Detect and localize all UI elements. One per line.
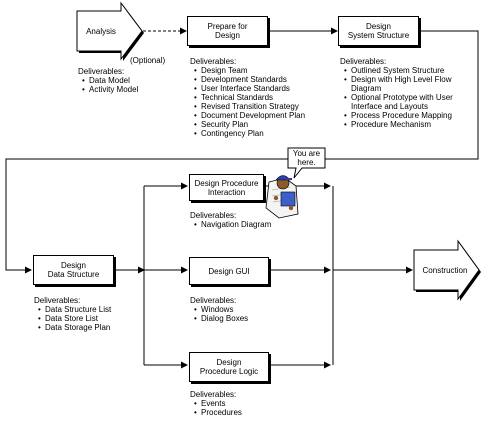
deliverable-item: Data Structure List [38,305,144,314]
deliverable-item: Process Procedure Mapping [344,111,470,120]
deliverable-item: Dialog Boxes [194,314,300,323]
optional-label: (Optional) [130,56,166,65]
logic-title-line1: Design [216,358,242,367]
interaction-title-line1: Design Procedure [194,178,259,188]
deliverable-item: Windows [194,305,300,314]
construction-title: Construction [422,266,468,275]
deliverables-heading: Deliverables: [340,57,387,66]
deliverables-heading: Deliverables: [190,296,237,305]
data-structure-deliverables: Deliverables: Data Structure List Data S… [34,296,144,332]
deliverable-item: Data Model [82,76,168,85]
analysis-deliverables: Deliverables: Data Model Activity Model [78,67,168,94]
gui-deliverables: Deliverables: Windows Dialog Boxes [190,296,300,323]
you-are-here-line1: You are [292,149,321,158]
deliverable-item: Procedures [194,408,300,417]
deliverables-heading: Deliverables: [190,211,237,220]
prepare-deliverables: Deliverables: Design Team Development St… [190,57,330,138]
construction-arrow-shape [413,239,481,301]
you-are-here-line2: here. [297,158,316,167]
system-title-line2: System Structure [347,31,410,40]
deliverable-item: Navigation Diagram [194,220,300,229]
prepare-title-line2: Design [215,31,240,40]
deliverable-item: Data Store List [38,314,144,323]
deliverables-heading: Deliverables: [190,57,237,66]
deliverable-item: Development Standards [194,75,330,84]
deliverable-item: Events [194,399,300,408]
you-are-here-label: You are here. [288,149,325,167]
deliverable-item: Data Storage Plan [38,323,144,332]
analysis-title: Analysis [86,27,116,36]
prepare-title-line1: Prepare for [207,22,248,31]
deliverable-item: Design Team [194,66,330,75]
deliverable-item: Contingency Plan [194,129,330,138]
procedure-interaction-deliverables: Deliverables: Navigation Diagram [190,211,300,229]
connector-system-to-data-structure [5,30,479,274]
deliverables-heading: Deliverables: [190,390,237,399]
deliverable-item: Security Plan [194,120,330,129]
deliverable-item: User Interface Standards [194,84,330,93]
deliverable-item: Document Development Plan [194,111,330,120]
deliverable-item: Revised Transition Strategy [194,102,330,111]
data-title-line2: Data Structure [47,270,100,279]
system-title-line1: Design [366,22,391,31]
logic-title-line2: Procedure Logic [199,367,259,376]
gui-box: Design GUI [189,257,269,285]
data-title-line1: Design [61,261,86,270]
deliverables-heading: Deliverables: [34,296,81,305]
deliverable-item: Activity Model [82,85,168,94]
analysis-arrow-shape [76,1,144,61]
interaction-title-line2: Interaction [207,187,246,197]
gui-title: Design GUI [208,266,250,276]
procedure-logic-deliverables: Deliverables: Events Procedures [190,390,300,417]
deliverable-item: Procedure Mechanism [344,120,470,129]
deliverable-item: Technical Standards [194,93,330,102]
you-are-here-callout-shape [287,147,326,179]
system-structure-deliverables: Deliverables: Outlined System Structure … [340,57,470,129]
deliverable-item: Outlined System Structure [344,66,470,75]
deliverables-heading: Deliverables: [78,67,125,76]
deliverable-item: Optional Prototype with User Interface a… [344,93,470,111]
you-are-here-figure-icon [265,175,299,219]
deliverable-item: Design with High Level Flow Diagram [344,75,470,93]
